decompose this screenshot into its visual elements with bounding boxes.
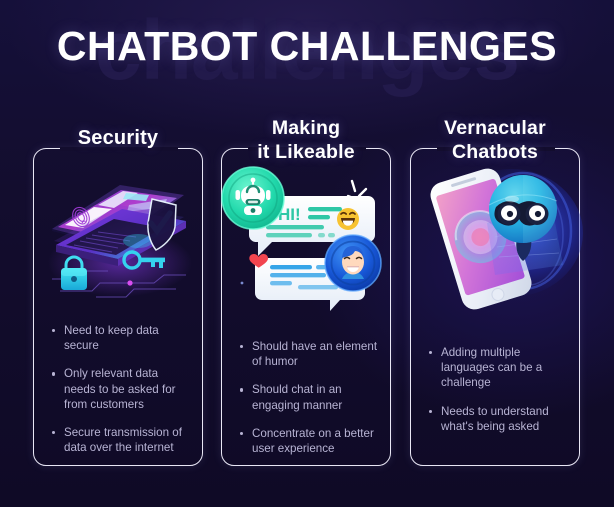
list-item: Secure transmission of data over the int… (46, 425, 190, 455)
list-item: Should have an element of humor (234, 339, 378, 369)
title-notch (248, 147, 366, 151)
list-item: Should chat in an engaging manner (234, 382, 378, 412)
list-item: Needs to understand what's being asked (423, 404, 567, 434)
list-item: Need to keep data secure (46, 323, 190, 353)
card-title-line: Vernacular (444, 117, 546, 139)
smartphone-robot-illustration (411, 157, 583, 317)
bullet-list-likeable: Should have an element of humor Should c… (222, 339, 390, 469)
chat-bubble-greeting-text: HI! (278, 205, 301, 224)
robot-avatar-icon (221, 166, 285, 230)
list-item: Adding multiple languages can be a chall… (423, 345, 567, 391)
bullet-list-security: Need to keep data secure Only relevant d… (34, 323, 202, 468)
bullet-list-vernacular: Adding multiple languages can be a chall… (411, 345, 579, 447)
watermark-text: challenges (94, 3, 520, 97)
list-item: Concentrate on a better user experience (234, 426, 378, 456)
title-notch (60, 147, 178, 151)
page-title: CHATBOT CHALLENGES (56, 23, 558, 69)
card-title-likeable: Making it Likeable (222, 116, 390, 164)
card-title-line: Making (271, 117, 341, 139)
padlock-icon (61, 255, 87, 290)
card-security: Security (33, 127, 203, 468)
header: challenges CHATBOT CHALLENGES (0, 0, 614, 118)
heart-icon (249, 253, 269, 268)
laughing-emoji-icon (337, 208, 359, 230)
card-likeable: Making it Likeable (221, 117, 391, 469)
laptop-security-illustration (34, 167, 202, 307)
chat-bubbles-illustration: HI! (221, 163, 390, 313)
card-title-security: Security (77, 127, 159, 149)
card-title-line: Chatbots (451, 141, 539, 163)
user-avatar-icon (324, 234, 382, 292)
card-vernacular: Vernacular Chatbots (410, 117, 583, 466)
title-notch (437, 147, 555, 151)
robot-head-icon (488, 175, 558, 261)
card-title-line: it Likeable (257, 141, 355, 163)
list-item: Only relevant data needs to be asked for… (46, 366, 190, 412)
card-title-vernacular: Vernacular Chatbots (411, 116, 579, 164)
